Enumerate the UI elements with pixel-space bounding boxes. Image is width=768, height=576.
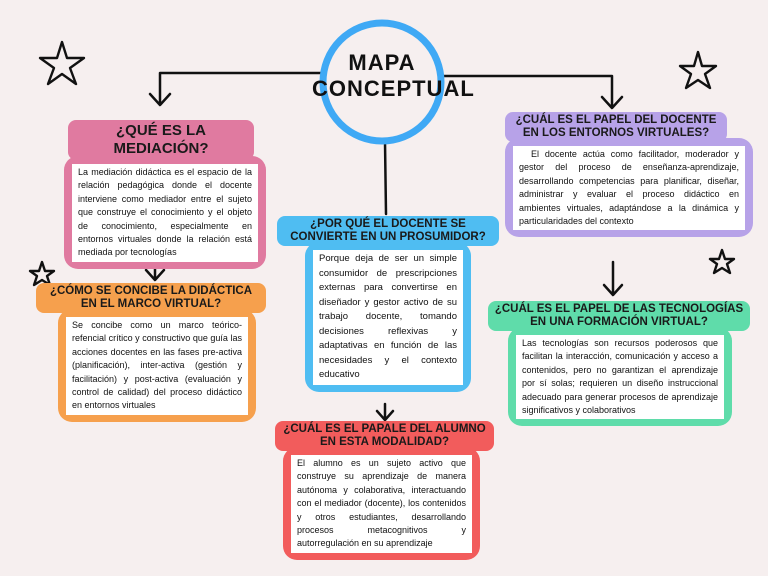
alumno-node: ¿CUÁL ES EL PAPALE DEL ALUMNO EN ESTA MO… — [275, 421, 494, 560]
docente-node: ¿CUÁL ES EL PAPEL DEL DOCENTE EN LOS ENT… — [505, 112, 753, 238]
docente-answer: El docente actúa como facilitador, moder… — [513, 146, 745, 231]
tecnologias-question: ¿CUÁL ES EL PAPEL DE LAS TECNOLOGÍAS EN … — [488, 301, 750, 331]
center-title: MAPA CONCEPTUAL — [312, 50, 475, 101]
connector-docente-tecnologias — [602, 260, 624, 297]
tecnologias-node: ¿CUÁL ES EL PAPEL DE LAS TECNOLOGÍAS EN … — [488, 301, 750, 427]
star-icon — [678, 50, 718, 90]
prosumidor-node: ¿POR QUÉ EL DOCENTE SE CONVIERTE EN UN P… — [277, 216, 499, 392]
prosumidor-question: ¿POR QUÉ EL DOCENTE SE CONVIERTE EN UN P… — [277, 216, 499, 246]
mediacion-node: ¿QUÉ ES LA MEDIACIÓN? La mediación didác… — [64, 120, 266, 269]
star-icon — [708, 248, 736, 275]
mediacion-answer: La mediación didáctica es el espacio de … — [72, 164, 258, 262]
prosumidor-answer: Porque deja de ser un simple consumidor … — [313, 250, 463, 385]
connector-to-prosumidor — [383, 140, 388, 216]
mediacion-question: ¿QUÉ ES LA MEDIACIÓN? — [68, 120, 254, 160]
connector-to-mediacion — [148, 71, 324, 107]
didactica-answer: Se concibe como un marco teórico-refenci… — [66, 317, 248, 415]
star-icon — [28, 260, 56, 287]
didactica-question: ¿CÓMO SE CONCIBE LA DIDÁCTICA EN EL MARC… — [36, 283, 266, 313]
connector-prosumidor-alumno — [375, 402, 395, 422]
star-icon — [38, 40, 86, 86]
alumno-question: ¿CUÁL ES EL PAPALE DEL ALUMNO EN ESTA MO… — [275, 421, 494, 451]
connector-to-docente — [440, 74, 624, 110]
docente-question: ¿CUÁL ES EL PAPEL DEL DOCENTE EN LOS ENT… — [505, 112, 727, 142]
didactica-node: ¿CÓMO SE CONCIBE LA DIDÁCTICA EN EL MARC… — [36, 283, 266, 422]
center-circle — [319, 19, 445, 145]
alumno-answer: El alumno es un sujeto activo que constr… — [291, 455, 472, 553]
tecnologias-answer: Las tecnologías son recursos poderosos q… — [516, 335, 724, 420]
